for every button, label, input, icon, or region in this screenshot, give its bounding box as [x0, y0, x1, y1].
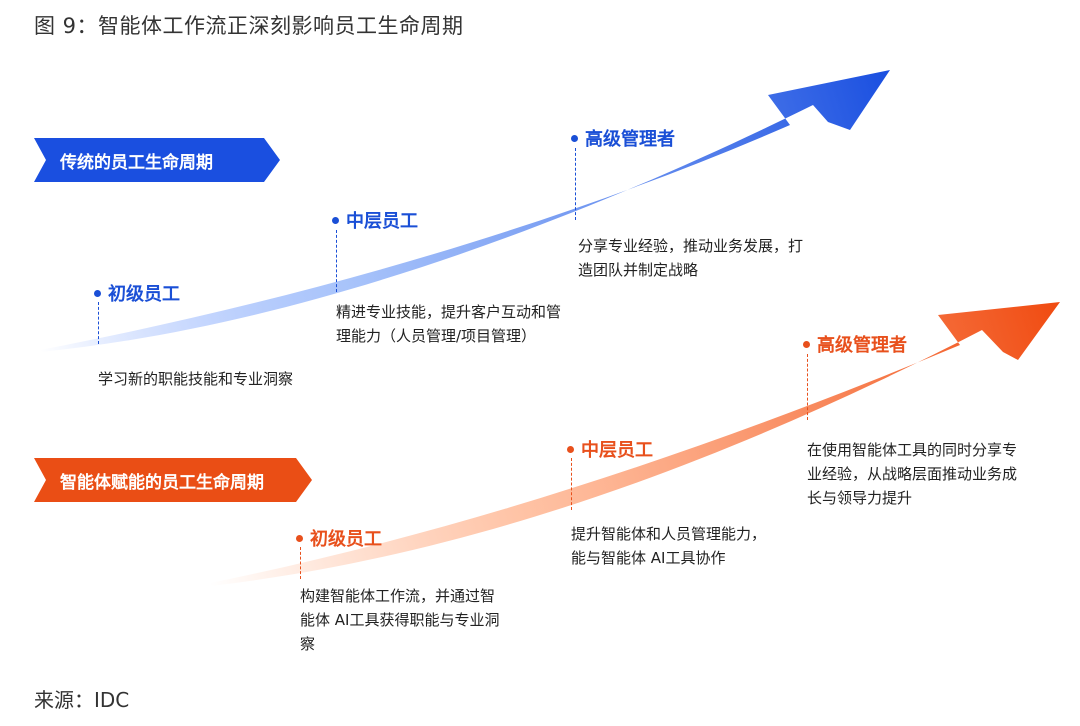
traditional-banner-label: 传统的员工生命周期	[60, 152, 213, 173]
stage-label: 初级员工	[108, 284, 180, 305]
traditional-stage-junior: 初级员工	[94, 280, 180, 306]
stage-label: 中层员工	[346, 211, 418, 232]
traditional-lifecycle-banner: 传统的员工生命周期	[34, 138, 280, 182]
stage-label: 高级管理者	[585, 129, 675, 150]
stage-label: 初级员工	[310, 529, 382, 550]
stage-connector	[807, 354, 808, 420]
ai-stage-junior-desc: 构建智能体工作流，并通过智能体 AI工具获得职能与专业洞察	[300, 587, 500, 653]
ai-stage-senior-desc: 在使用智能体工具的同时分享专业经验，从战略层面推动业务成长与领导力提升	[807, 441, 1018, 507]
traditional-stage-senior-desc: 分享专业经验，推动业务发展，打造团队并制定战略	[578, 237, 804, 279]
bullet-dot-icon	[332, 216, 339, 224]
traditional-stage-mid: 中层员工	[332, 207, 418, 233]
ai-banner-label: 智能体赋能的员工生命周期	[60, 472, 264, 493]
bullet-dot-icon	[571, 134, 578, 142]
ai-stage-senior: 高级管理者	[803, 331, 907, 357]
stage-connector	[98, 302, 99, 344]
bullet-dot-icon	[803, 340, 810, 348]
ai-stage-junior: 初级员工	[296, 525, 382, 551]
traditional-stage-mid-desc: 精进专业技能，提升客户互动和管理能力（人员管理/项目管理）	[336, 303, 562, 345]
stage-label: 中层员工	[581, 440, 653, 461]
ai-lifecycle-banner: 智能体赋能的员工生命周期	[34, 458, 312, 502]
source-note: 来源：IDC	[34, 688, 130, 712]
ai-stage-mid-desc: 提升智能体和人员管理能力，能与智能体 AI工具协作	[571, 525, 767, 567]
bullet-dot-icon	[94, 289, 101, 297]
stage-connector	[300, 547, 301, 579]
figure-title: 图 9：智能体工作流正深刻影响员工生命周期	[34, 14, 464, 38]
stage-connector	[575, 148, 576, 220]
stage-connector	[336, 230, 337, 292]
stage-label: 高级管理者	[817, 335, 907, 356]
traditional-stage-senior: 高级管理者	[571, 125, 675, 151]
bullet-dot-icon	[567, 445, 574, 453]
bullet-dot-icon	[296, 534, 303, 542]
stage-connector	[571, 458, 572, 510]
blue-growth-arrow	[40, 70, 890, 352]
traditional-stage-junior-desc: 学习新的职能技能和专业洞察	[98, 370, 294, 388]
ai-stage-mid: 中层员工	[567, 436, 653, 462]
orange-growth-arrow	[210, 302, 1060, 586]
